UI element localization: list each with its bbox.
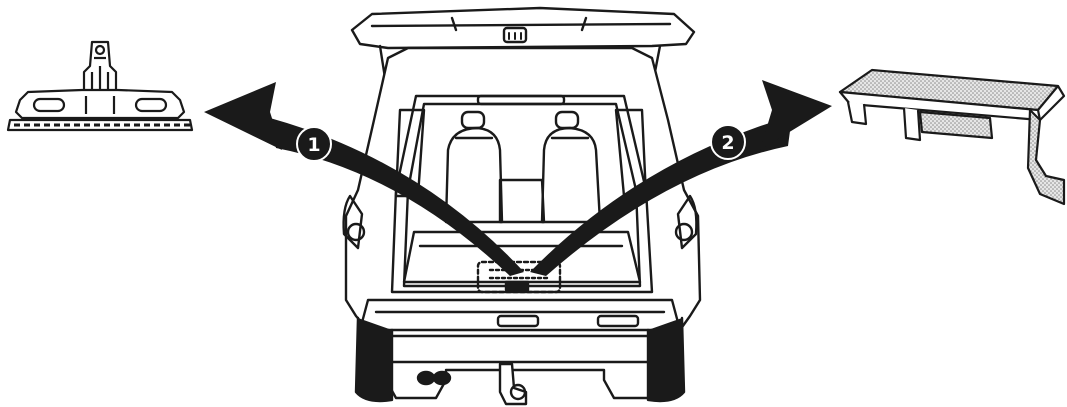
mat-holder-bracket-icon <box>8 42 192 130</box>
svg-text:1: 1 <box>307 134 320 156</box>
callout-arrowhead-1 <box>204 82 282 150</box>
callout-badge-2: 2 <box>711 125 745 159</box>
callout-arrowhead-2 <box>760 80 832 150</box>
svg-text:2: 2 <box>721 132 734 154</box>
callout-badge-1: 1 <box>297 127 331 161</box>
suv-rear-open-tailgate-icon <box>344 8 700 404</box>
load-floor-panel-icon <box>840 70 1064 204</box>
